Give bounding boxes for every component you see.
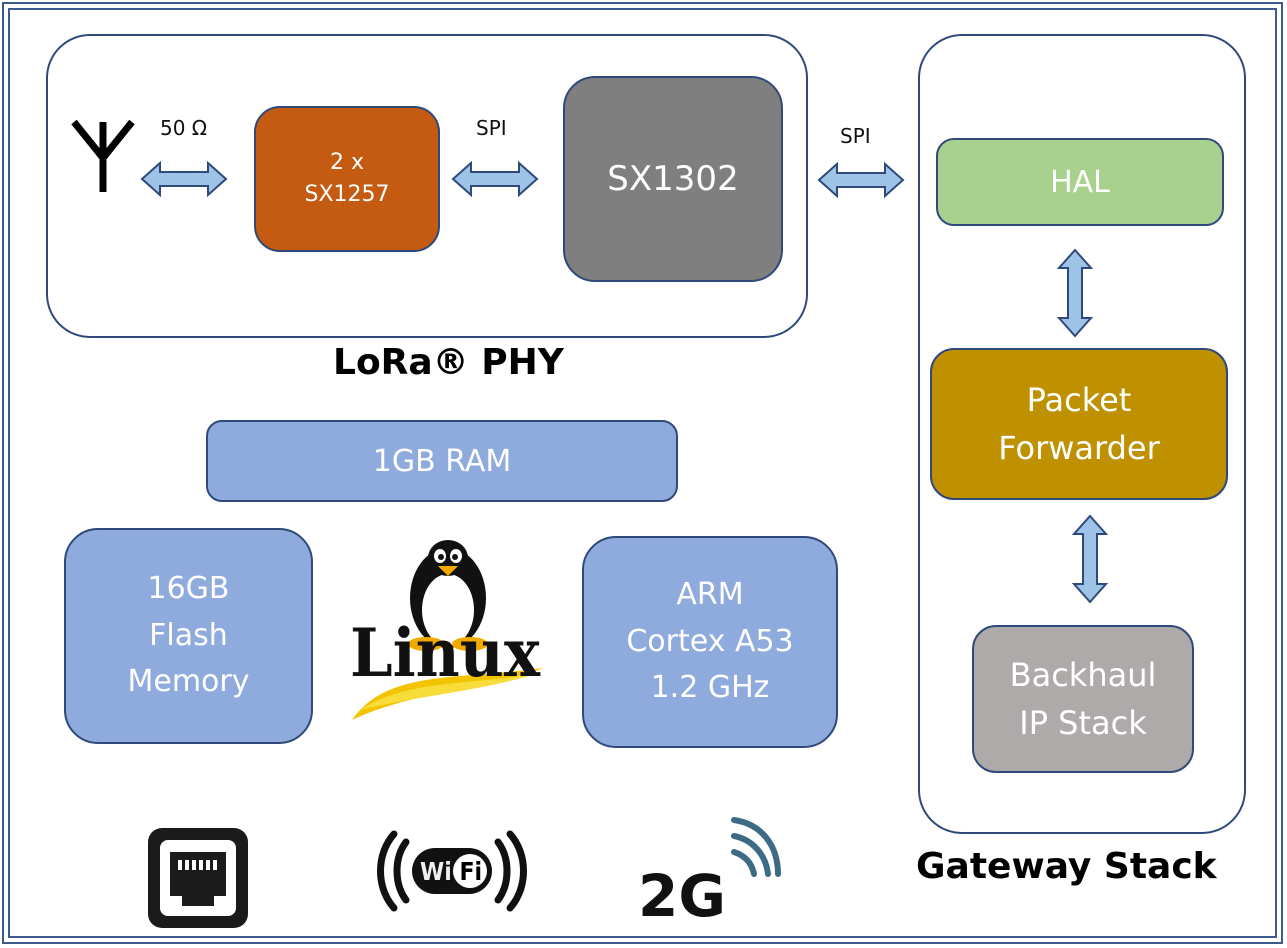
svg-text:2G: 2G xyxy=(638,862,726,930)
spi-label-gateway: SPI xyxy=(840,124,871,148)
sx1257-radio-box: 2 x SX1257 xyxy=(254,106,440,252)
lora-phy-title: LoRa® PHY xyxy=(333,342,564,383)
packet-forwarder-box: Packet Forwarder xyxy=(930,348,1228,500)
svg-text:Wi Fi: Wi Fi xyxy=(420,857,482,886)
inner-frame xyxy=(8,8,1277,938)
flash-memory-box: 16GB Flash Memory xyxy=(64,528,313,744)
forwarder-to-backhaul-arrow xyxy=(1071,514,1109,604)
impedance-label: 50 Ω xyxy=(160,116,208,140)
ethernet-port-icon xyxy=(148,828,248,928)
gateway-stack-title: Gateway Stack xyxy=(916,846,1217,887)
svg-text:Linux: Linux xyxy=(350,614,541,692)
hal-box: HAL xyxy=(936,138,1224,226)
cellular-2g-icon: 2G xyxy=(638,817,781,930)
sx1302-baseband-box: SX1302 xyxy=(563,76,783,282)
antenna-to-radio-arrow xyxy=(140,160,228,198)
antenna-icon xyxy=(71,119,135,192)
ram-box: 1GB RAM xyxy=(206,420,678,502)
baseband-to-hal-arrow xyxy=(817,161,905,199)
wifi-icon: Wi Fi xyxy=(377,830,527,912)
hal-to-forwarder-arrow xyxy=(1056,248,1094,338)
radio-to-baseband-arrow xyxy=(451,160,539,198)
spi-label-phy: SPI xyxy=(476,116,507,140)
cpu-box: ARM Cortex A53 1.2 GHz xyxy=(582,536,838,748)
backhaul-ip-stack-box: Backhaul IP Stack xyxy=(972,625,1194,773)
linux-tux-logo: Linux xyxy=(350,540,544,720)
